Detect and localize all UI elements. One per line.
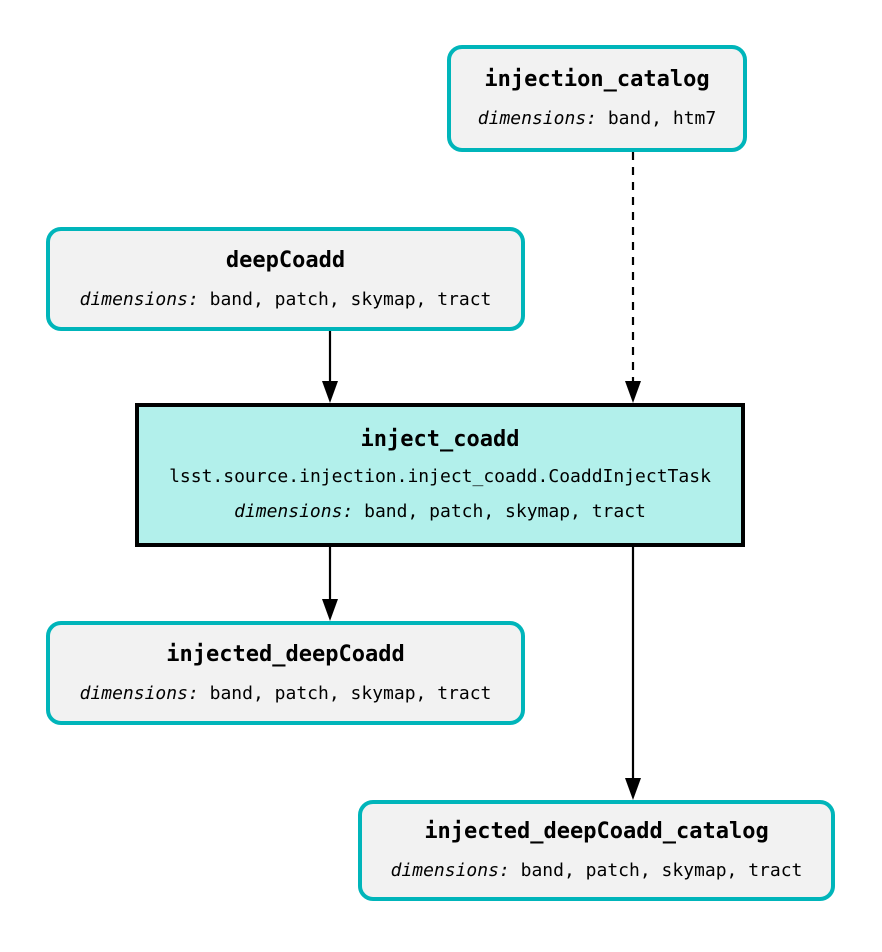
node-dimensions: dimensions: band, patch, skymap, tract: [80, 289, 492, 311]
arrowhead-icon: [322, 381, 338, 403]
node-title: injected_deepCoadd_catalog: [424, 819, 769, 844]
node-title: inject_coadd: [360, 427, 520, 452]
node-dimensions: dimensions: band, patch, skymap, tract: [391, 860, 803, 882]
node-title: injection_catalog: [484, 67, 710, 92]
dimensions-values: band, htm7: [597, 108, 717, 129]
node-dimensions: dimensions: band, patch, skymap, tract: [234, 501, 646, 523]
edge-inject-coadd-to-injected-deepCoadd-catalog: [625, 547, 641, 800]
node-title: injected_deepCoadd: [166, 641, 405, 667]
dimensions-values: band, patch, skymap, tract: [509, 860, 803, 881]
dimensions-values: band, patch, skymap, tract: [353, 501, 646, 522]
arrowhead-icon: [625, 778, 641, 800]
dimensions-label: dimensions:: [234, 501, 354, 522]
dimensions-values: band, patch, skymap, tract: [198, 288, 492, 310]
arrowhead-icon: [625, 381, 641, 403]
arrowhead-icon: [322, 599, 338, 621]
task-class-path: lsst.source.injection.inject_coadd.Coadd…: [169, 466, 711, 487]
dimensions-label: dimensions:: [79, 682, 199, 704]
dimensions-label: dimensions:: [79, 288, 199, 310]
edge-deepCoadd-to-inject-coadd: [322, 331, 338, 403]
edge-inject-coadd-to-injected-deepCoadd: [322, 547, 338, 621]
node-deepCoadd: deepCoadd dimensions: band, patch, skyma…: [46, 227, 525, 331]
node-title: deepCoadd: [225, 247, 346, 273]
node-injected-deepCoadd-catalog: injected_deepCoadd_catalog dimensions: b…: [358, 800, 835, 901]
node-injection-catalog: injection_catalog dimensions: band, htm7: [447, 45, 747, 152]
dimensions-values: band, patch, skymap, tract: [198, 682, 492, 704]
dimensions-label: dimensions:: [477, 108, 597, 129]
node-dimensions: dimensions: band, htm7: [478, 108, 716, 130]
dimensions-label: dimensions:: [390, 860, 510, 881]
node-dimensions: dimensions: band, patch, skymap, tract: [80, 683, 492, 705]
edge-injection-catalog-to-inject-coadd: [625, 152, 641, 403]
node-injected-deepCoadd: injected_deepCoadd dimensions: band, pat…: [46, 621, 525, 725]
node-inject-coadd-task: inject_coadd lsst.source.injection.injec…: [135, 403, 745, 547]
